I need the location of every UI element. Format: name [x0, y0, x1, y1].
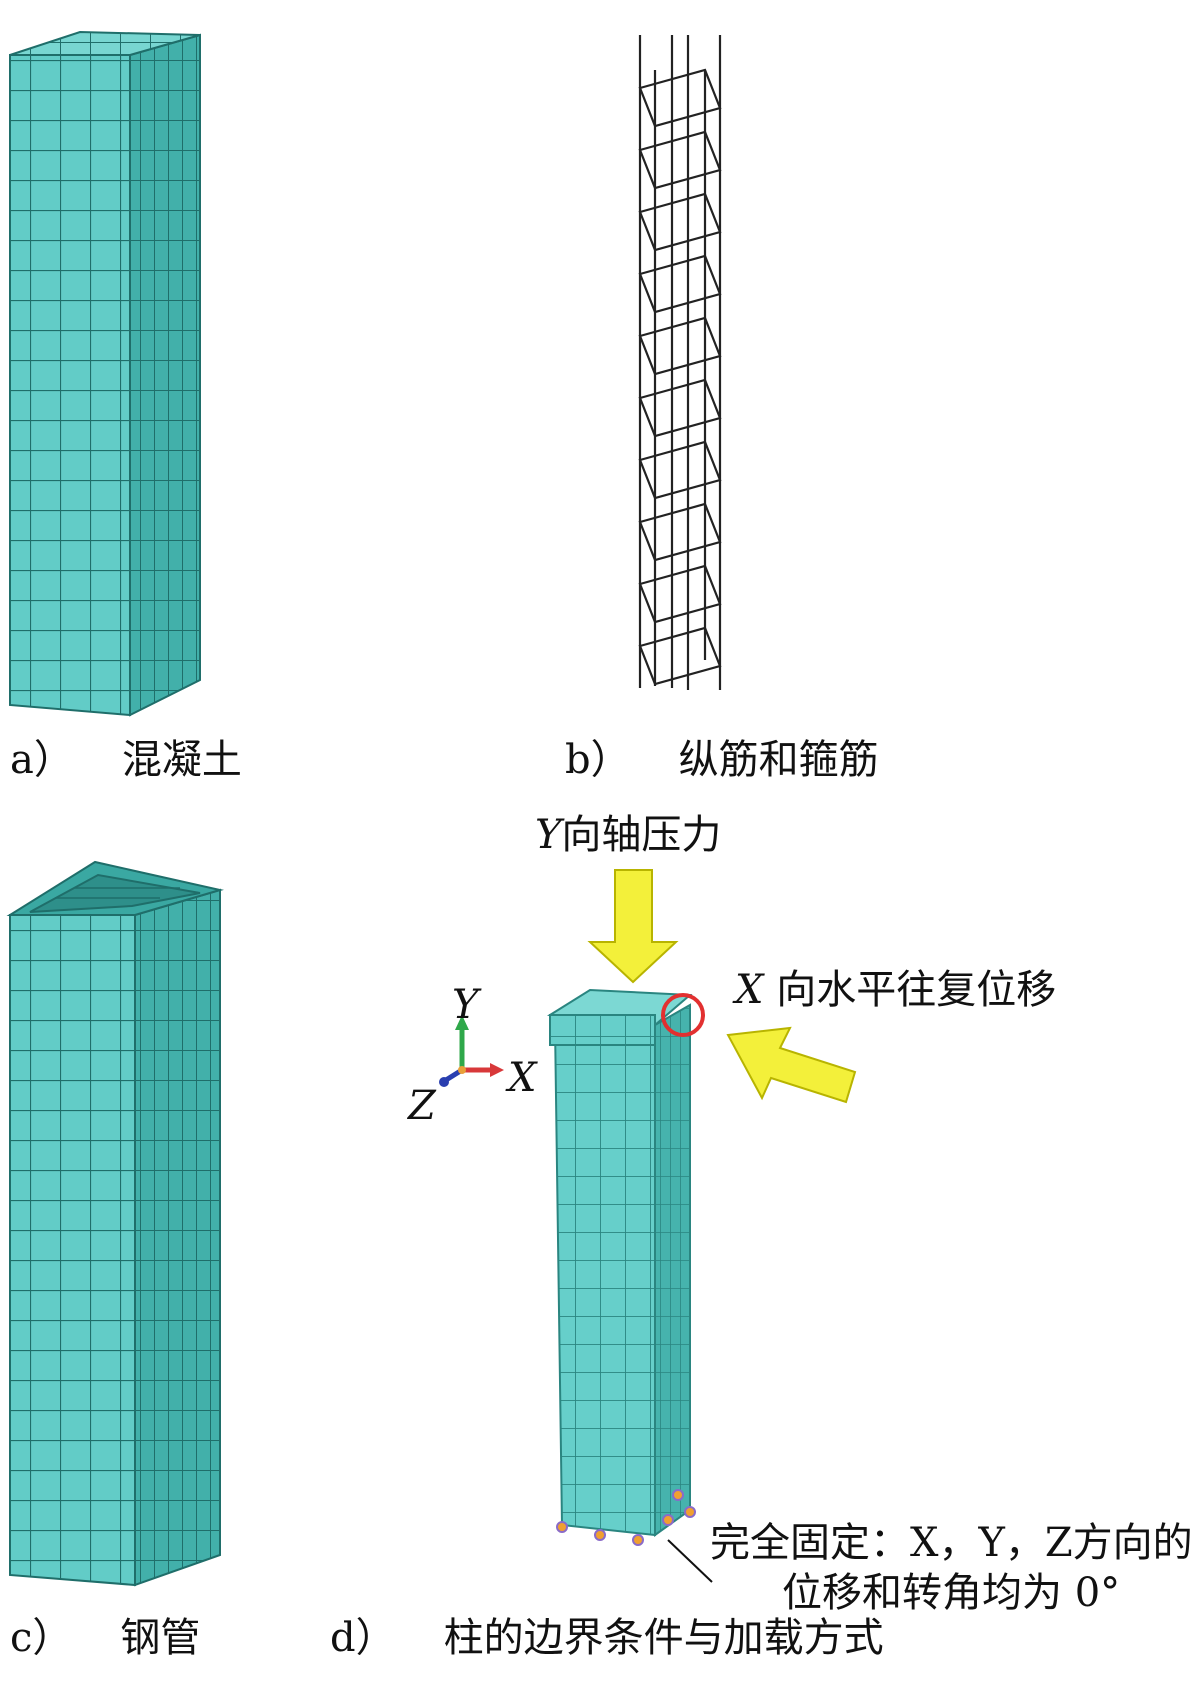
- caption-d-tag: d）: [330, 1615, 396, 1661]
- lateral-load-arrow: [726, 1026, 857, 1104]
- axis-triad: [439, 1015, 504, 1087]
- concrete-column: [9, 30, 201, 717]
- caption-d-text: 柱的边界条件与加载方式: [443, 1615, 884, 1661]
- lateral-load-label: X 向水平往复位移: [735, 970, 1056, 1010]
- lateral-load-text: 向水平往复位移: [776, 967, 1057, 1013]
- axis-y-label: Y: [452, 982, 479, 1028]
- caption-a: a） 混凝土: [10, 740, 242, 780]
- axial-load-var: Y: [535, 812, 562, 858]
- fixed-leader-line: [667, 1539, 713, 1583]
- caption-a-tag: a）: [10, 737, 74, 783]
- column-side-face: [654, 1003, 691, 1537]
- axis-x-label: X: [508, 1055, 537, 1101]
- caption-b: b） 纵筋和箍筋: [565, 740, 879, 780]
- rebar-cage: [638, 35, 722, 690]
- column-front-face: [553, 1024, 656, 1537]
- fixed-support-label-2: 位移和转角均为 0°: [782, 1570, 1121, 1616]
- fixed-support-markers: [556, 1489, 696, 1546]
- stirrups: [638, 68, 722, 686]
- caption-b-text: 纵筋和箍筋: [678, 737, 879, 783]
- axis-z-label: Z: [408, 1083, 436, 1129]
- fixed-support-label-1: 完全固定：X，Y，Z方向的: [710, 1520, 1193, 1566]
- loaded-column: [546, 988, 713, 1583]
- caption-d: d） 柱的边界条件与加载方式: [330, 1618, 884, 1658]
- caption-c-tag: c）: [10, 1615, 73, 1661]
- axial-load-text: 向轴压力: [561, 812, 722, 858]
- axial-load-arrow: [587, 869, 679, 984]
- caption-c-text: 钢管: [120, 1615, 201, 1661]
- concrete-front-face: [9, 54, 131, 717]
- loading-point-circle: [661, 993, 705, 1037]
- lateral-load-var: X: [735, 967, 764, 1013]
- tube-front-face: [9, 914, 136, 1587]
- steel-tube: [6, 860, 224, 1587]
- concrete-side-face: [129, 33, 201, 717]
- caption-b-tag: b）: [565, 737, 631, 783]
- caption-a-text: 混凝土: [121, 737, 242, 783]
- tube-side-face: [134, 888, 221, 1587]
- concrete-top-face: [9, 30, 201, 56]
- caption-c: c） 钢管: [10, 1618, 200, 1658]
- column-cap: [549, 1014, 656, 1046]
- axial-load-label: Y向轴压力: [535, 815, 721, 855]
